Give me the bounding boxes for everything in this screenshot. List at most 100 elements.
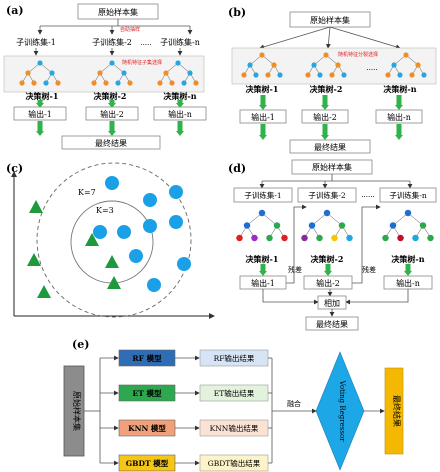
decision-tree-icon <box>241 52 283 78</box>
tree-node <box>265 72 271 78</box>
panel-d-output-2-box <box>303 275 353 290</box>
tree-node <box>311 62 317 68</box>
panel-c-k7-label: K=7 <box>78 188 96 197</box>
green-arrow-icon <box>36 100 44 108</box>
panel-c-k3-label: K=3 <box>96 206 114 215</box>
model-label: KNN 模型 <box>128 423 166 433</box>
panel-d-subset-1-box <box>233 187 293 203</box>
triangle-point <box>105 255 119 268</box>
tree-node <box>163 70 169 76</box>
circle-point <box>143 219 157 233</box>
panel-d-subset-n-box <box>379 187 437 203</box>
panel-b-ellipsis: ..... <box>366 64 377 72</box>
green-arrow-icon <box>36 121 44 136</box>
tree-node <box>281 234 288 242</box>
tree-node <box>259 52 265 58</box>
panel-a-output-2-box <box>85 106 139 121</box>
panel-b-tree-2: 决策树-2 <box>310 84 343 94</box>
panel-e-label: (e) <box>72 338 89 351</box>
panel-d-trees <box>236 209 434 242</box>
panel-d-final: 最终结果 <box>316 319 348 329</box>
panel-b-output-1-box <box>239 109 287 124</box>
tree-node <box>331 234 338 242</box>
panel-c: (c) K=7 K=3 <box>6 162 215 319</box>
panel-d-residual-1: 残差 <box>288 265 302 274</box>
circle-point <box>117 225 131 239</box>
tree-node <box>346 234 353 242</box>
panel-a-subset-2: 子训练集-2 <box>92 37 132 47</box>
panel-a-tree-n: 决策树-n <box>163 91 196 101</box>
tree-node <box>273 222 281 229</box>
panel-a-feature-note: 随机特征子集选择 <box>122 59 162 66</box>
panel-d-root: 原始样本集 <box>312 162 352 172</box>
panel-b-tree-n: 决策树-n <box>383 84 416 94</box>
green-arrow-icon <box>321 95 329 110</box>
panel-d-sum: 相加 <box>324 298 340 308</box>
tree-node <box>316 234 323 242</box>
circle-point <box>169 215 183 229</box>
result-label: GBDT输出结果 <box>208 458 261 468</box>
panel-a-ellipsis: ..... <box>140 39 151 47</box>
panel-d-subset-1: 子训练集-1 <box>244 190 281 200</box>
panel-d-subset-n: 子训练集-n <box>389 190 427 200</box>
tree-node <box>55 80 61 86</box>
circle-point <box>177 257 191 271</box>
tree-node <box>335 62 341 68</box>
tree-node <box>253 72 259 78</box>
circle-point <box>169 185 183 199</box>
panel-b-final-box <box>289 139 371 154</box>
panel-a: (a) 原始样本集 自助抽样 子训练集-1 子训练集-2 子训练集-n ....… <box>3 3 207 150</box>
panel-b-final: 最终结果 <box>314 142 346 152</box>
panel-a-trees <box>19 60 199 86</box>
tree-node <box>49 70 55 76</box>
green-arrow-icon <box>395 95 403 110</box>
tree-node <box>277 72 283 78</box>
decision-tree-icon <box>305 52 347 78</box>
panel-b-trees <box>241 52 427 78</box>
tree-node <box>127 80 133 86</box>
panel-c-points <box>27 176 191 298</box>
green-arrow-icon <box>259 124 267 140</box>
tree-node <box>43 80 49 86</box>
panel-a-output-n-box <box>153 106 207 121</box>
panel-b-output-2-box <box>301 109 349 124</box>
tree-node <box>415 62 421 68</box>
panel-d-output-n: 输出-n <box>396 278 420 288</box>
panel-d-green-arrows <box>259 264 412 276</box>
tree-node <box>412 234 419 242</box>
panel-a-final: 最终结果 <box>95 138 127 148</box>
tree-node <box>193 80 199 86</box>
tree-node <box>382 234 389 242</box>
tree-node <box>341 72 347 78</box>
panel-e-final-box <box>384 367 404 455</box>
decision-tree-icon <box>385 52 427 78</box>
panel-d-output-2: 输出-2 <box>316 278 340 288</box>
tree-node <box>317 72 323 78</box>
panel-b-output-1: 输出-1 <box>251 112 275 122</box>
tree-node <box>181 80 187 86</box>
green-arrow-icon <box>321 124 329 140</box>
panel-a-output-2: 输出-2 <box>100 109 124 119</box>
circle-point <box>143 193 157 207</box>
triangle-point <box>107 276 121 289</box>
tree-node <box>91 80 97 86</box>
triangle-point <box>29 200 43 213</box>
tree-node <box>385 72 391 78</box>
panel-c-k7-circle <box>36 162 192 318</box>
tree-node <box>169 80 175 86</box>
tree-node <box>103 80 109 86</box>
panel-b-green-arrows-1 <box>259 95 403 110</box>
decision-tree-icon <box>91 60 133 86</box>
green-arrow-icon <box>108 121 116 136</box>
green-arrow-icon <box>259 95 267 110</box>
panel-d: (d) 原始样本集 子训练集-1 子训练集-2 子训练集-n ...... 决策… <box>228 159 437 331</box>
panel-d-final-box <box>305 316 359 331</box>
model-label: GBDT 模型 <box>126 458 169 468</box>
tree-node <box>109 60 115 66</box>
tree-node <box>323 52 329 58</box>
tree-node <box>236 234 243 242</box>
panel-d-ellipsis: ...... <box>361 191 374 199</box>
